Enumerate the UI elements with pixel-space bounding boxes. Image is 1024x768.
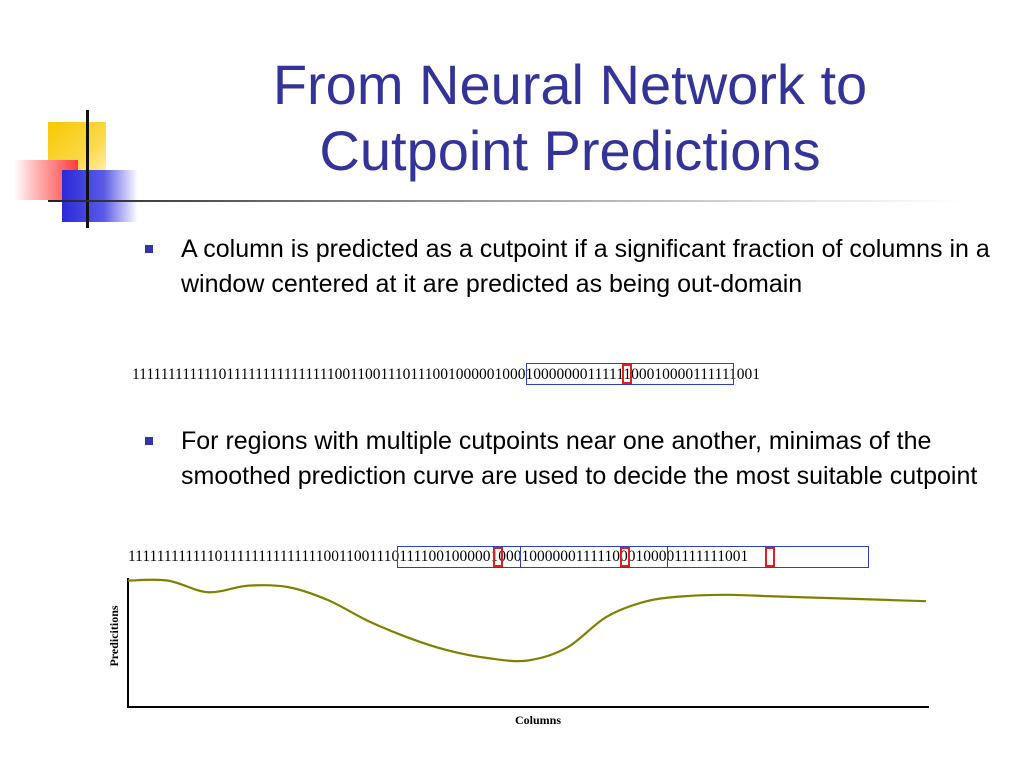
decor-blue-square bbox=[62, 170, 138, 222]
decor-vertical-line bbox=[86, 110, 89, 228]
title-divider-line bbox=[48, 200, 963, 202]
title-line-2: Cutpoint Predictions bbox=[319, 119, 821, 182]
cutpoint-marker-2 bbox=[493, 547, 503, 567]
bullet-text-1: A column is predicted as a cutpoint if a… bbox=[181, 235, 990, 298]
prediction-chart: Predicitions Columns bbox=[107, 578, 929, 727]
cutpoint-marker-1 bbox=[622, 364, 632, 384]
bullet-marker-icon bbox=[145, 245, 153, 253]
cutpoint-marker-4 bbox=[765, 547, 775, 567]
window-box-3 bbox=[520, 546, 668, 568]
x-axis-label: Columns bbox=[515, 713, 561, 727]
cutpoint-marker-3 bbox=[620, 547, 630, 567]
title-line-1: From Neural Network to bbox=[272, 53, 868, 116]
y-axis-label: Predicitions bbox=[107, 605, 121, 666]
bullet-item-2: For regions with multiple cutpoints near… bbox=[145, 424, 1005, 534]
bullet-text-2: For regions with multiple cutpoints near… bbox=[181, 427, 978, 490]
prediction-curve bbox=[127, 578, 927, 663]
prediction-bitstring-1: 1111111111110111111111111111001100111011… bbox=[132, 366, 760, 383]
window-box-1 bbox=[526, 363, 734, 385]
bullet-marker-icon bbox=[145, 437, 153, 445]
prediction-bitstring-2: 1111111111110111111111111110011001110111… bbox=[128, 548, 749, 565]
bullet-item-1: A column is predicted as a cutpoint if a… bbox=[145, 232, 1005, 342]
slide-title: From Neural Network to Cutpoint Predicti… bbox=[170, 52, 970, 184]
